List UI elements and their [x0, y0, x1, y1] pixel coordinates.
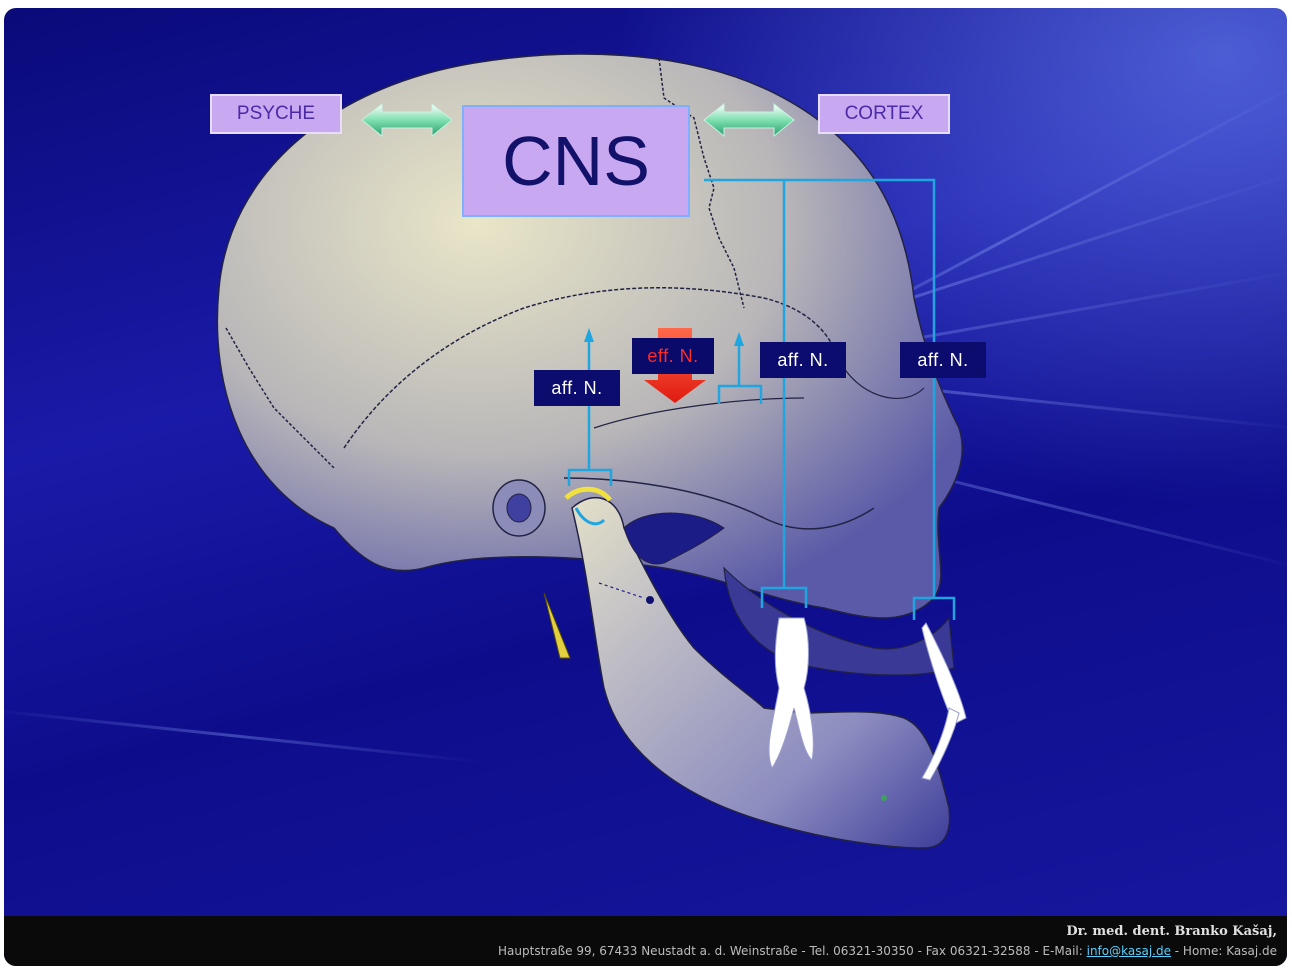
tmj-disc [564, 486, 612, 502]
footer-address-suffix: - Home: Kasaj.de [1170, 944, 1277, 958]
afferent-nerve-label-incisor: aff. N. [900, 342, 986, 378]
cortex-label: CORTEX [818, 94, 950, 134]
coronal-suture [658, 57, 745, 309]
mental-foramen [881, 795, 887, 801]
incisor-tooth [921, 622, 967, 781]
tmj-nerve-bracket [567, 468, 613, 486]
incisor-nerve-bracket [912, 596, 956, 620]
footer-address: Hauptstraße 99, 67433 Neustadt a. d. Wei… [498, 944, 1277, 958]
muscle-nerve-bracket [717, 384, 763, 404]
efferent-nerve-label: eff. N. [632, 338, 714, 374]
tmj-nerve-arrowhead [584, 328, 594, 342]
squamous-suture [343, 287, 835, 449]
afferent-nerve-label-molar: aff. N. [760, 342, 846, 378]
psyche-cns-arrow [361, 102, 453, 138]
sphenoid-line [593, 397, 805, 429]
psyche-label: PSYCHE [210, 94, 342, 134]
afferent-nerve-label-tmj: aff. N. [534, 370, 620, 406]
cns-cortex-arrow [703, 102, 795, 138]
zygomatic-arch [563, 477, 875, 530]
molar-tooth [768, 617, 814, 770]
slide: PSYCHE CNS CORTEX aff. N. eff. N. aff. N… [4, 8, 1287, 966]
mandibular-foramen [646, 596, 654, 604]
footer-email-link[interactable]: info@kasaj.de [1086, 944, 1171, 958]
mandible [571, 497, 951, 849]
ear-canal-inner [506, 493, 532, 523]
footer-name: Dr. med. dent. Branko Kašaj, [1066, 924, 1277, 939]
footer-address-prefix: Hauptstraße 99, 67433 Neustadt a. d. Wei… [498, 944, 1087, 958]
styloid-process [543, 592, 571, 659]
incisor-nerve [704, 178, 936, 598]
cns-label: CNS [462, 105, 690, 217]
molar-nerve-bracket [760, 586, 808, 608]
skull-diagram [216, 53, 967, 849]
footer: Dr. med. dent. Branko Kašaj, Hauptstraße… [4, 916, 1287, 966]
mandibular-canal [598, 582, 645, 599]
lambdoid-suture [225, 327, 335, 469]
tmj-motion-arrow [574, 507, 606, 526]
muscle-nerve-arrowhead [734, 332, 744, 346]
nerve-pathways [567, 178, 956, 620]
orbit-line [843, 367, 925, 399]
coronoid-process [623, 512, 725, 565]
